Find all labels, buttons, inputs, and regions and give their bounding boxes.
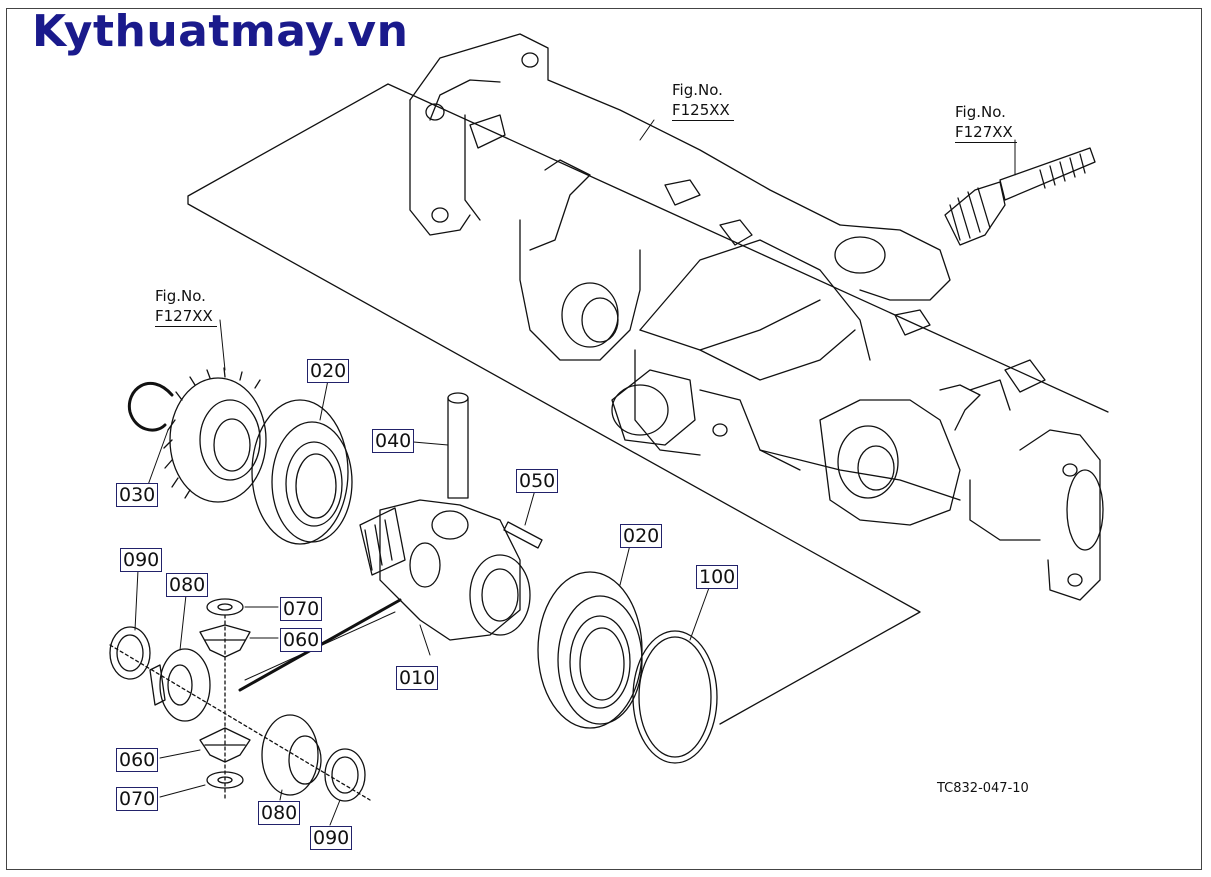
callout-100-shim[interactable]: 100 bbox=[696, 565, 739, 589]
callout-090-washer-right[interactable]: 090 bbox=[310, 826, 353, 850]
differential-small-parts bbox=[109, 598, 371, 802]
fig-ref-number: F127XX bbox=[955, 122, 1017, 143]
callout-030-snap-ring[interactable]: 030 bbox=[116, 483, 159, 507]
bearing-right bbox=[537, 571, 643, 729]
callout-080-side-gear-right[interactable]: 080 bbox=[258, 801, 301, 825]
callout-020-bearing-left[interactable]: 020 bbox=[307, 359, 350, 383]
figure-reference-f125[interactable]: Fig.No. F125XX bbox=[672, 80, 734, 121]
ring-gear bbox=[163, 367, 267, 503]
callout-070-washer-top[interactable]: 070 bbox=[280, 597, 323, 621]
figure-reference-f127-right[interactable]: Fig.No. F127XX bbox=[955, 102, 1017, 143]
housing-group-outline bbox=[187, 83, 1109, 725]
differential-case bbox=[238, 499, 531, 692]
callout-010-diff-case[interactable]: 010 bbox=[396, 666, 439, 690]
callout-080-side-gear-left[interactable]: 080 bbox=[166, 573, 209, 597]
pin-040 bbox=[447, 392, 469, 499]
fig-ref-number: F125XX bbox=[672, 100, 734, 121]
fig-ref-label: Fig.No. bbox=[672, 81, 723, 99]
callout-060-pinion-bottom[interactable]: 060 bbox=[116, 748, 159, 772]
callout-060-pinion-top[interactable]: 060 bbox=[280, 628, 323, 652]
pinion-shaft bbox=[944, 147, 1096, 246]
callout-070-washer-bottom[interactable]: 070 bbox=[116, 787, 159, 811]
snap-ring bbox=[127, 381, 174, 432]
diagram-border bbox=[6, 8, 1202, 870]
figure-reference-f127-left[interactable]: Fig.No. F127XX bbox=[155, 286, 217, 327]
fig-ref-number: F127XX bbox=[155, 306, 217, 327]
fig-ref-label: Fig.No. bbox=[955, 103, 1006, 121]
axle-housing bbox=[409, 33, 1104, 601]
callout-050-roll-pin[interactable]: 050 bbox=[516, 469, 559, 493]
site-watermark: Kythuatmay.vn bbox=[32, 6, 409, 57]
bearing-left bbox=[251, 399, 353, 545]
drawing-number: TC832-047-10 bbox=[937, 781, 1029, 796]
callout-020-bearing-right[interactable]: 020 bbox=[620, 524, 663, 548]
leader-lines bbox=[134, 119, 1016, 826]
roll-pin-050 bbox=[503, 521, 543, 549]
callout-090-washer-left[interactable]: 090 bbox=[120, 548, 163, 572]
shim-100 bbox=[632, 630, 718, 764]
fig-ref-label: Fig.No. bbox=[155, 287, 206, 305]
callout-040-pin[interactable]: 040 bbox=[372, 429, 415, 453]
